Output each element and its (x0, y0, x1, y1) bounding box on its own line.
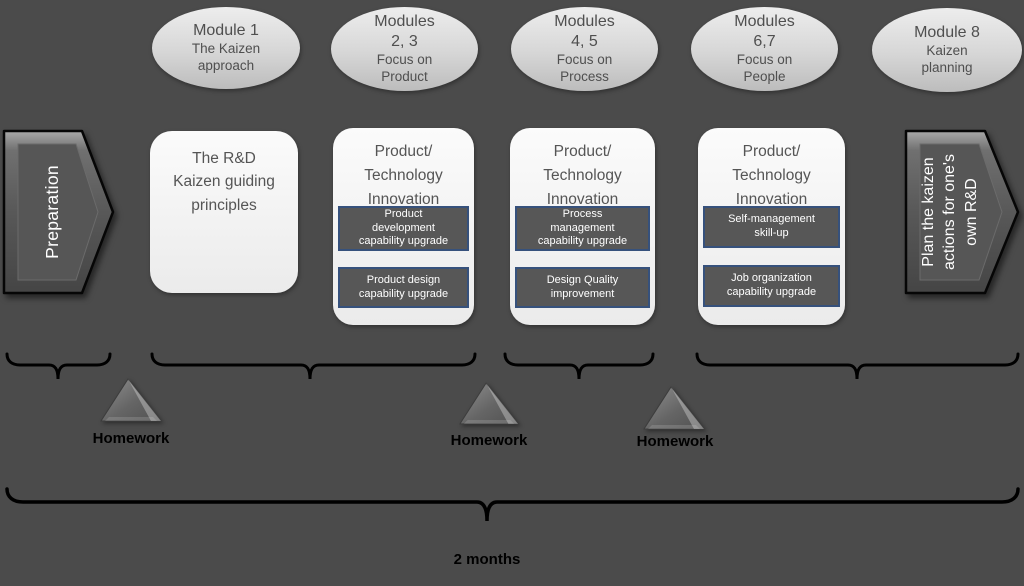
brace-modules-6-to-8 (695, 352, 1020, 384)
homework-label: Homework (450, 432, 528, 449)
capability-item: Product design capability upgrade (338, 267, 469, 308)
module-title: Module 8 (914, 23, 980, 41)
module-ellipse-2: Modules 2, 3 Focus on Product (331, 7, 478, 91)
content-box-focus-process: Product/ Technology Innovation Process m… (510, 128, 655, 325)
box-title: The R&D Kaizen guiding principles (173, 150, 275, 214)
homework-label: Homework (92, 430, 170, 447)
pentagon-arrow-icon (2, 129, 115, 295)
box-title: Product/ Technology Innovation (732, 143, 811, 209)
brace-total-duration (5, 487, 1020, 527)
module-ellipse-4: Modules 6,7 Focus on People (691, 7, 838, 91)
brace-preparation (5, 352, 112, 384)
content-box-focus-product: Product/ Technology Innovation Product d… (333, 128, 474, 325)
module-title: Modules 6,7 (734, 13, 795, 50)
homework-triangle-icon (99, 377, 163, 423)
content-box-focus-people: Product/ Technology Innovation Self-mana… (698, 128, 845, 325)
capability-item: Job organization capability upgrade (703, 265, 840, 307)
capability-item: Product development capability upgrade (338, 206, 469, 251)
brace-modules-4-5 (503, 352, 655, 384)
homework-label: Homework (636, 433, 714, 450)
duration-label: 2 months (453, 551, 521, 568)
homework-triangle-icon (642, 385, 706, 431)
capability-item: Process management capability upgrade (515, 206, 650, 251)
module-subtitle: Focus on Process (556, 52, 613, 85)
preparation-arrow-shape (2, 129, 116, 295)
module-subtitle: Focus on People (736, 52, 793, 85)
planning-arrow-shape (904, 129, 1022, 295)
capability-item: Self-management skill-up (703, 206, 840, 248)
content-box-kaizen-principles: The R&D Kaizen guiding principles (150, 131, 298, 293)
module-ellipse-1: Module 1 The Kaizen approach (152, 7, 300, 89)
module-subtitle: Kaizen planning (921, 43, 973, 76)
preparation-label: Preparation (41, 165, 62, 259)
module-title: Module 1 (193, 21, 259, 39)
homework-triangle-icon (458, 381, 520, 426)
module-title: Modules 4, 5 (554, 13, 615, 50)
planning-label: Plan the kaizen actions for one's own R&… (920, 154, 980, 271)
module-subtitle: Focus on Product (376, 52, 433, 85)
box-title: Product/ Technology Innovation (543, 143, 622, 209)
module-ellipse-5: Module 8 Kaizen planning (872, 8, 1022, 92)
module-ellipse-3: Modules 4, 5 Focus on Process (511, 7, 658, 91)
box-title: Product/ Technology Innovation (364, 143, 443, 209)
pentagon-arrow-icon (904, 129, 1020, 295)
module-title: Modules 2, 3 (374, 13, 435, 50)
capability-item: Design Quality improvement (515, 267, 650, 308)
brace-modules-1-to-3 (150, 352, 477, 384)
module-subtitle: The Kaizen approach (191, 41, 261, 74)
